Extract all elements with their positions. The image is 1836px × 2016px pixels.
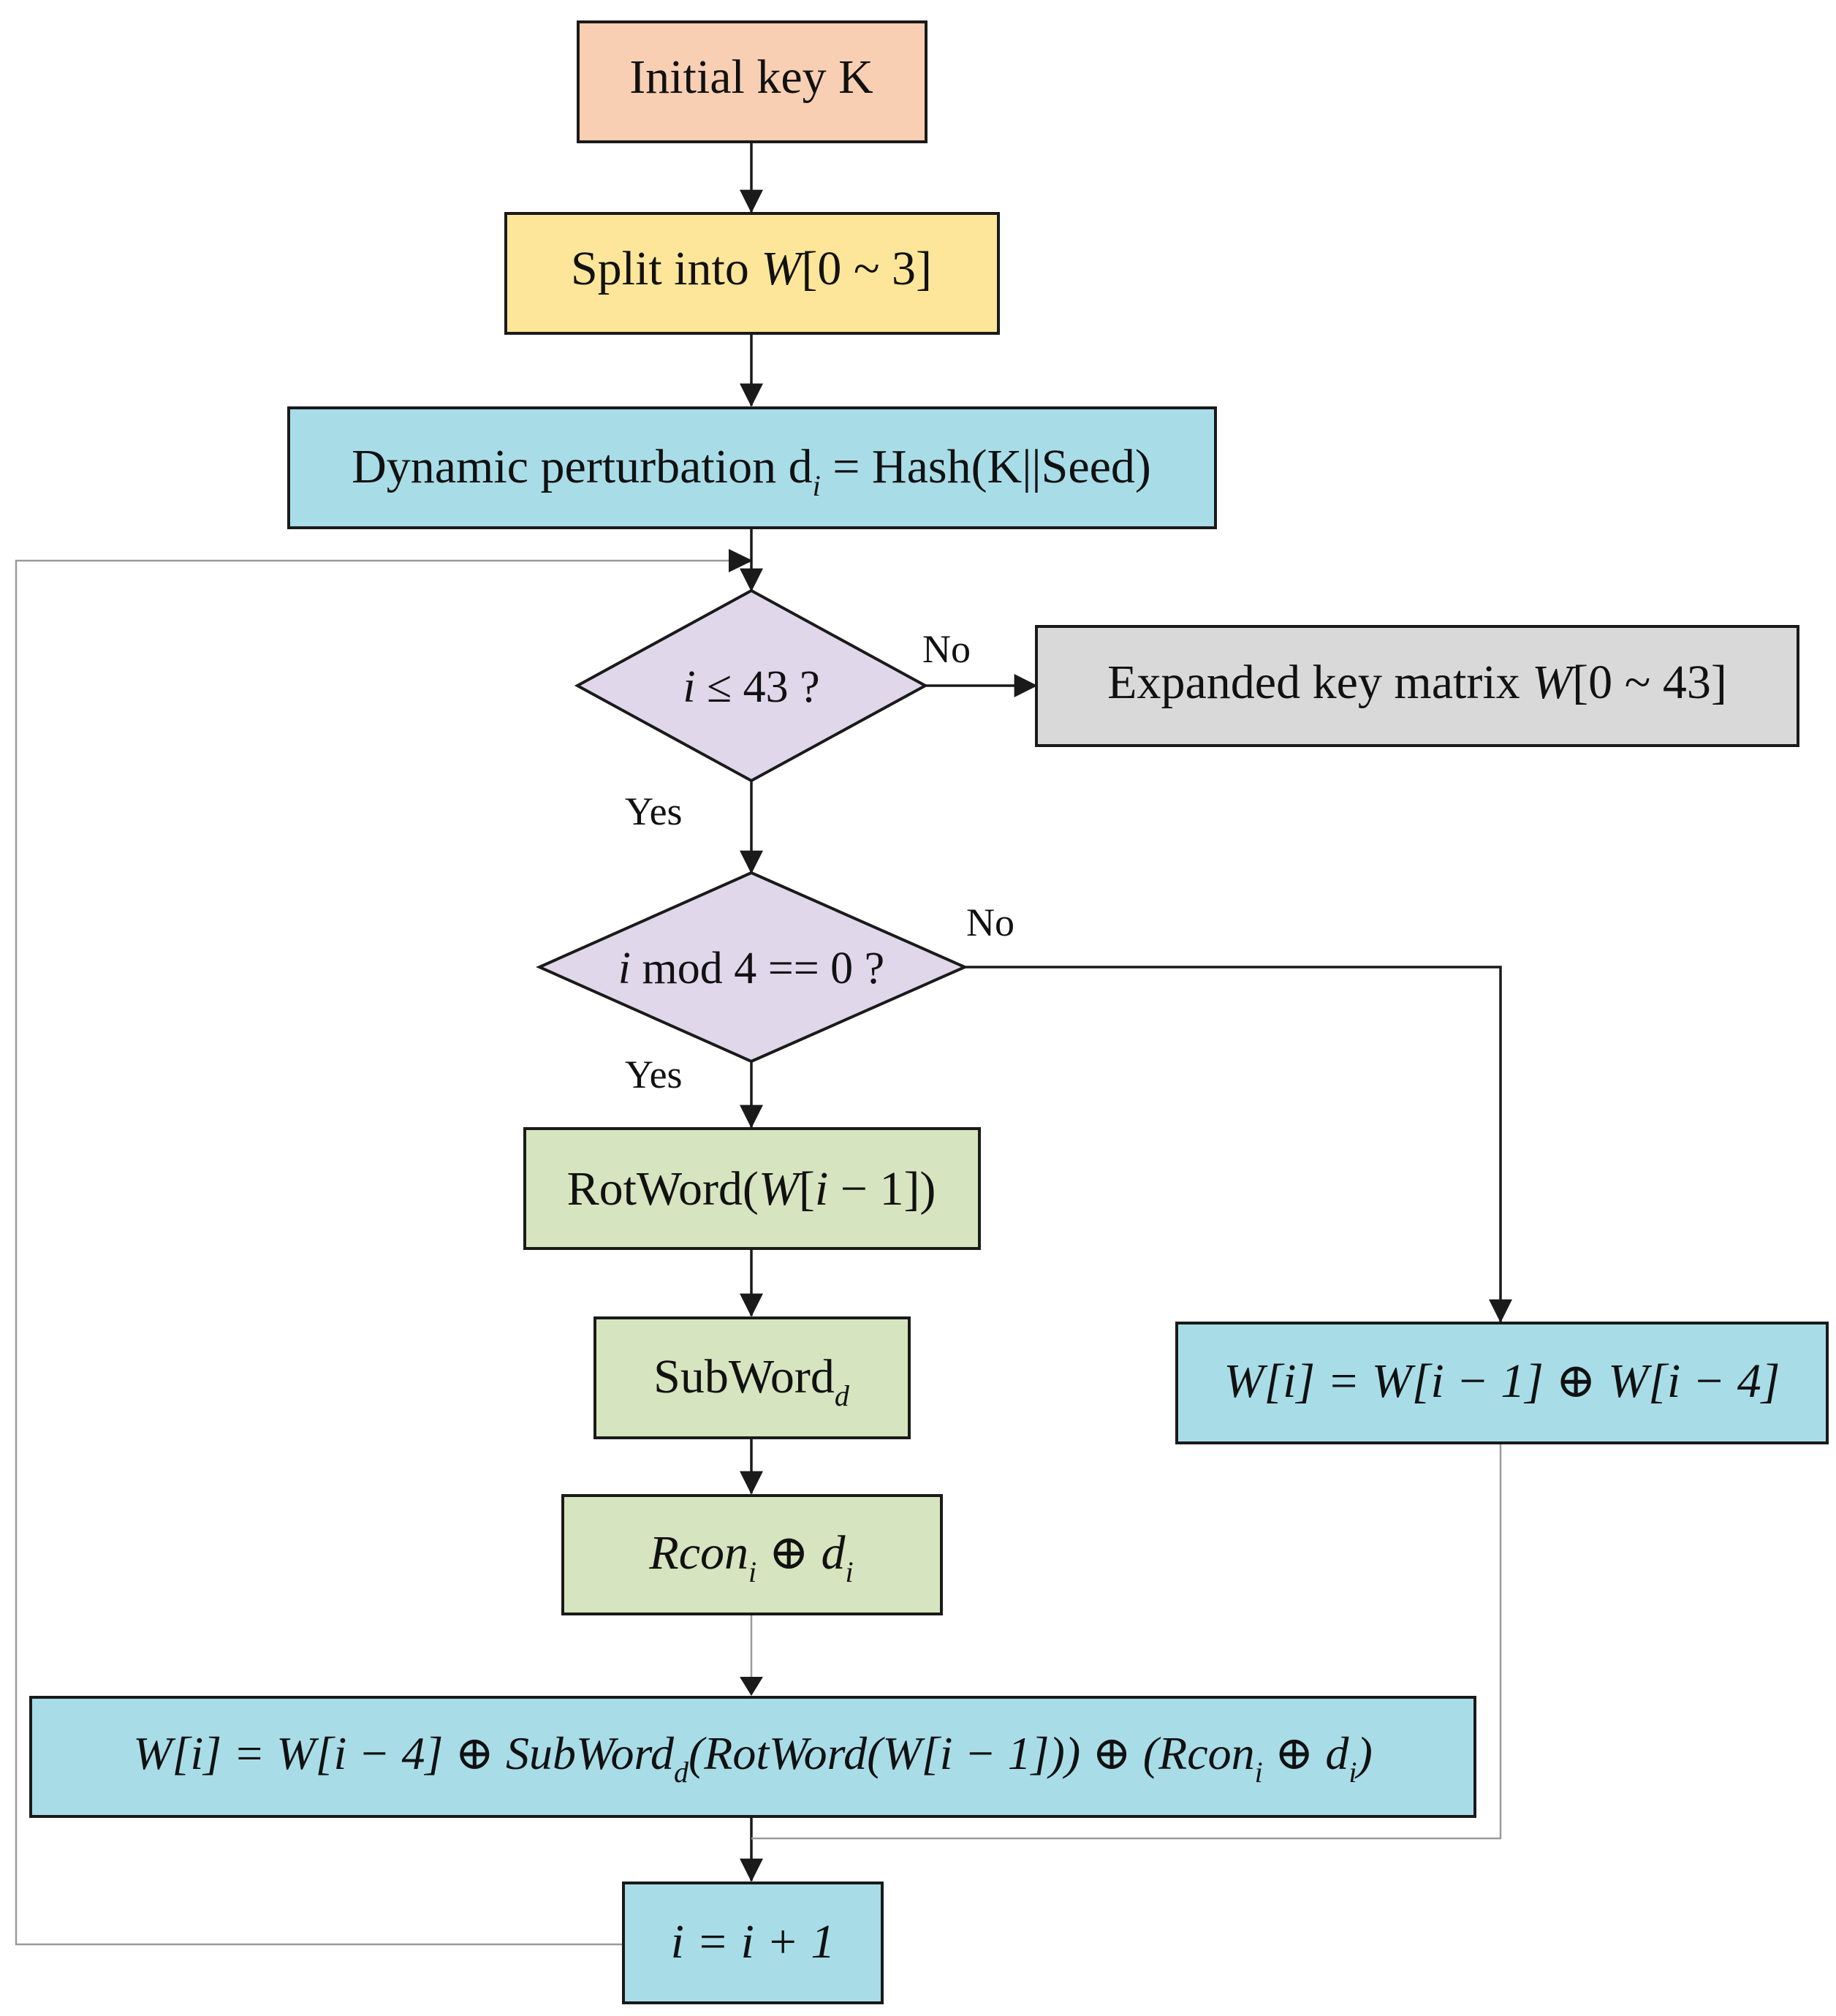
subword-sub: d: [835, 1379, 850, 1412]
cond-mod-var: i: [618, 944, 631, 993]
edge-loop-back-head: [729, 549, 753, 572]
cond-i-label: i ≤ 43 ?: [683, 662, 819, 712]
node-rotword: RotWord(W[i − 1]): [523, 1127, 981, 1250]
cond-mod-label: i mod 4 == 0 ?: [618, 944, 884, 993]
split-suffix: [0 ~ 3]: [801, 242, 932, 295]
split-label: Split into W[0 ~ 3]: [571, 242, 932, 295]
w-full-sub3: i: [1348, 1756, 1357, 1789]
node-split: Split into W[0 ~ 3]: [504, 212, 1000, 335]
expanded-label: Expanded key matrix W[0 ~ 43]: [1107, 656, 1727, 709]
rotword-var: W: [759, 1162, 803, 1216]
expanded-prefix: Expanded key matrix: [1107, 656, 1532, 709]
rcon-text: Rcon: [648, 1526, 748, 1580]
perturbation-box: [287, 406, 1217, 529]
initial-key-label: Initial key K: [629, 50, 873, 104]
rcon-label: Rconi ⊕ di: [648, 1526, 853, 1588]
w-full-box: [29, 1696, 1476, 1818]
node-expanded: Expanded key matrix W[0 ~ 43]: [1035, 625, 1799, 747]
initial-key-box: [577, 20, 928, 143]
node-w-simple: W[i] = W[i − 1] ⊕ W[i − 4]: [1175, 1322, 1829, 1444]
expanded-suffix: [0 ~ 43]: [1572, 656, 1727, 709]
rotword-prefix: RotWord(: [567, 1162, 759, 1216]
node-perturbation: Dynamic perturbation di = Hash(K||Seed): [287, 406, 1217, 529]
rcon-sub: i: [748, 1555, 756, 1588]
node-subword: SubWordd: [593, 1316, 911, 1439]
edge-wsimple-to-merge: [751, 1444, 1502, 1840]
w-full-part1: W[i] = W[i − 4] ⊕ SubWord: [133, 1727, 675, 1779]
edge-mod-no-to-wsimple: [965, 966, 1512, 1323]
rcon-box: [561, 1494, 943, 1615]
edge-label-yes-1: Yes: [625, 789, 683, 833]
cond-mod-diamond: [536, 871, 968, 1064]
perturbation-prefix: Dynamic perturbation d: [352, 440, 812, 493]
rotword-mid: [: [799, 1162, 815, 1216]
w-full-label: W[i] = W[i − 4] ⊕ SubWordd(RotWord(W[i −…: [133, 1727, 1373, 1789]
edge-label-no-2: No: [966, 901, 1014, 944]
w-simple-box: [1175, 1322, 1829, 1444]
node-cond-mod: i mod 4 == 0 ?: [536, 871, 968, 1064]
cond-mod-suffix: mod 4 == 0 ?: [631, 944, 884, 993]
cond-i-diamond: [574, 588, 929, 783]
rotword-var2: i: [815, 1162, 828, 1216]
rotword-label: RotWord(W[i − 1]): [567, 1162, 936, 1216]
w-full-part4: ): [1354, 1727, 1372, 1779]
rcon-op: ⊕: [756, 1526, 821, 1580]
node-cond-i: i ≤ 43 ?: [574, 588, 929, 783]
expanded-var: W: [1532, 656, 1576, 709]
increment-box: [622, 1882, 884, 2004]
node-increment: i = i + 1: [622, 1882, 884, 2004]
subword-box: [593, 1316, 911, 1439]
split-box: [504, 212, 1000, 335]
cond-i-suffix: ≤ 43 ?: [696, 662, 820, 712]
subword-text: SubWord: [653, 1350, 835, 1403]
split-prefix: Split into: [571, 242, 761, 295]
increment-label: i = i + 1: [671, 1915, 835, 1968]
subword-label: SubWordd: [653, 1350, 850, 1412]
w-full-part3: ⊕ d: [1263, 1727, 1350, 1779]
w-simple-label: W[i] = W[i − 1] ⊕ W[i − 4]: [1224, 1354, 1780, 1408]
w-full-sub1: d: [674, 1756, 689, 1789]
cond-i-var: i: [683, 662, 695, 712]
split-var: W: [761, 242, 805, 295]
edges: [15, 143, 1512, 1946]
rotword-suffix: − 1]): [828, 1162, 936, 1216]
rotword-box: [523, 1127, 981, 1250]
perturbation-label: Dynamic perturbation di = Hash(K||Seed): [352, 440, 1151, 502]
edge-label-no-1: No: [922, 627, 971, 671]
edge-rcon-to-wfull-head: [740, 1677, 763, 1696]
w-full-sub2: i: [1255, 1756, 1263, 1789]
rcon-text2: d: [821, 1526, 846, 1580]
perturbation-suffix: = Hash(K||Seed): [821, 440, 1151, 493]
w-full-part2: (RotWord(W[i − 1])) ⊕ (Rcon: [688, 1727, 1255, 1779]
expanded-box: [1035, 625, 1799, 747]
node-initial-key: Initial key K: [577, 20, 928, 143]
node-rcon: Rconi ⊕ di: [561, 1494, 943, 1615]
node-w-full: W[i] = W[i − 4] ⊕ SubWordd(RotWord(W[i −…: [29, 1696, 1476, 1818]
rcon-sub2: i: [845, 1555, 853, 1588]
edge-loop-back: [15, 559, 742, 1946]
edge-label-yes-2: Yes: [625, 1053, 683, 1096]
perturbation-sub: i: [813, 469, 821, 502]
